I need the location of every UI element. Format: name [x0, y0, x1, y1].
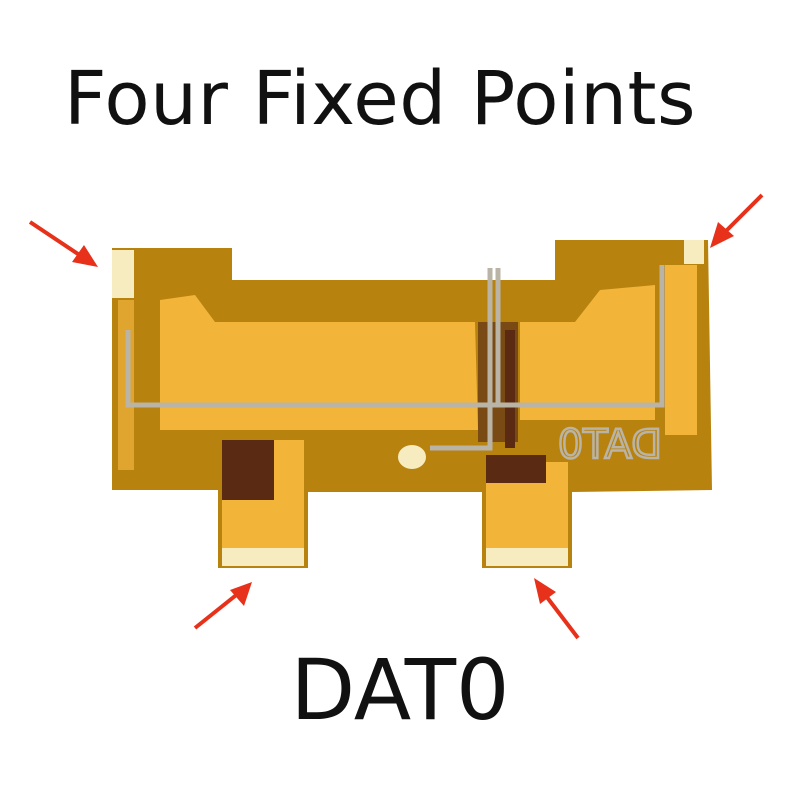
board-silkscreen: DAT0 [558, 422, 662, 468]
fixed-point-top-right [684, 240, 704, 264]
arrow-icon [193, 582, 252, 630]
arrow-icon [534, 578, 580, 640]
right-pad [520, 285, 655, 420]
solder-point [398, 445, 426, 469]
title: Four Fixed Points [63, 56, 697, 142]
caption: DAT0 [290, 641, 510, 739]
arrow-icon [710, 193, 764, 248]
left-pad [160, 295, 478, 430]
fixed-point-bottom-right [486, 548, 568, 566]
silver-trace [125, 265, 665, 451]
right-strip [665, 265, 697, 435]
left-tab-dark [222, 440, 274, 500]
arrow-icon [28, 220, 98, 267]
fixed-point-bottom-left [222, 548, 304, 566]
fixed-point-top-left [112, 250, 134, 298]
center-dark-trace [505, 330, 515, 448]
right-tab-dark [486, 455, 546, 483]
